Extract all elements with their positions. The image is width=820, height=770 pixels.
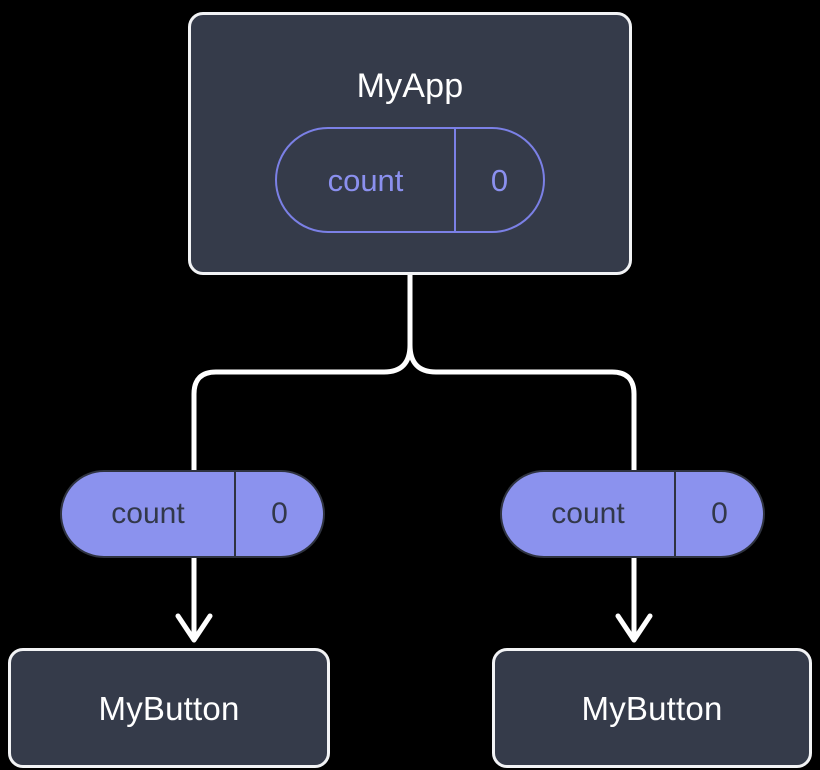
edge-root-split-right [407, 272, 637, 473]
state-pill-branch-1-key: count [502, 472, 676, 556]
state-pill-branch-1-count[interactable]: count 0 [500, 470, 765, 558]
state-pill-branch-1-value: 0 [711, 497, 728, 530]
state-pill-root-count[interactable]: count 0 [275, 127, 545, 233]
component-node-mybutton-1[interactable]: MyButton [492, 648, 812, 768]
state-pill-root-key: count [277, 129, 456, 231]
arrowhead-left [175, 613, 213, 643]
state-pill-root-value: 0 [490, 162, 509, 198]
arrowhead-right [615, 613, 653, 643]
state-pill-branch-0-value: 0 [271, 497, 288, 530]
state-pill-branch-0-count[interactable]: count 0 [60, 470, 325, 558]
component-label-mybutton-0: MyButton [98, 689, 240, 727]
edge-root-split [191, 272, 413, 473]
component-label-mybutton-1: MyButton [581, 689, 723, 727]
state-pill-branch-0-key: count [62, 472, 236, 556]
component-node-mybutton-0[interactable]: MyButton [8, 648, 330, 768]
component-label-myapp: MyApp [356, 67, 464, 105]
